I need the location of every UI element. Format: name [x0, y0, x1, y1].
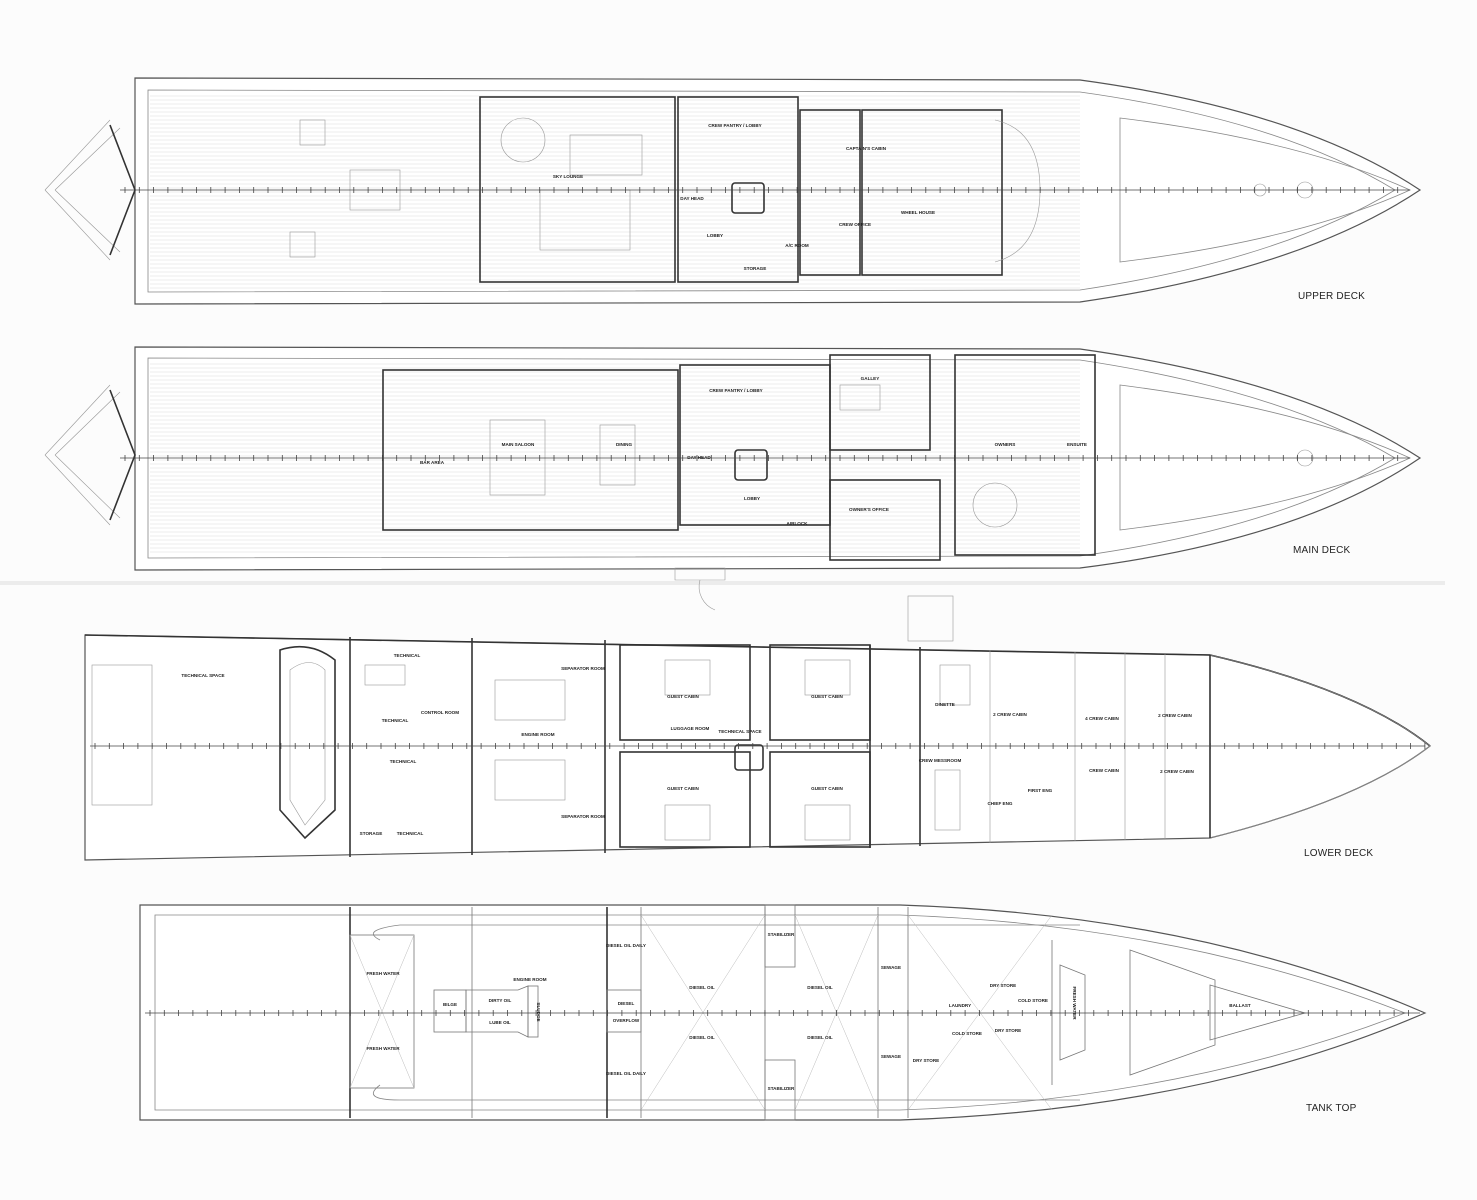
room-label: SEPARATOR ROOM: [561, 814, 605, 819]
room-label: LUGGAGE ROOM: [671, 726, 710, 731]
room-label: ENGINE ROOM: [521, 732, 554, 737]
upper-deck-plan: [44, 77, 1422, 305]
room-label: GUEST CABIN: [667, 694, 699, 699]
room-label: DRY STORE: [990, 983, 1016, 988]
room-label: FRESH WATER: [366, 1046, 400, 1051]
room-label: ENSUITE: [1067, 442, 1087, 447]
room-label: DRY STORE: [913, 1058, 939, 1063]
section-divider: [0, 581, 1445, 585]
room-label: GUEST CABIN: [811, 786, 843, 791]
room-label: SEWAGE: [881, 1054, 901, 1059]
room-label: SEPARATOR ROOM: [561, 666, 605, 671]
room-label: FRESH WATER: [366, 971, 400, 976]
room-label: STORAGE: [360, 831, 383, 836]
room-label: 2 CREW CABIN: [1160, 769, 1194, 774]
room-label: DINING: [616, 442, 633, 447]
room-label: 2 CREW CABIN: [1158, 713, 1192, 718]
room-label: COLD STORE: [952, 1031, 982, 1036]
room-label: DIRTY OIL: [489, 998, 512, 1003]
room-label: STORAGE: [744, 266, 767, 271]
deck-title-upper: UPPER DECK: [1298, 291, 1365, 302]
room-label: CREW PANTRY / LOBBY: [709, 388, 763, 393]
room-label: GUEST CABIN: [811, 694, 843, 699]
room-label: LOBBY: [707, 233, 723, 238]
frame-centerlines: [90, 187, 1426, 1016]
room-label: SLUDGE: [536, 1002, 541, 1021]
room-label: GALLEY: [861, 376, 880, 381]
tank-top-plan: [139, 904, 1427, 1121]
room-label: OWNERS: [995, 442, 1016, 447]
room-label: BALLAST: [1229, 1003, 1251, 1008]
room-label: DIESEL OIL: [807, 1035, 833, 1040]
room-label: MAIN SALOON: [502, 442, 535, 447]
room-label: AIRLOCK: [787, 521, 809, 526]
room-label: TECHNICAL: [390, 759, 417, 764]
room-label: TECHNICAL SPACE: [181, 673, 224, 678]
room-label: 4 CREW CABIN: [1085, 716, 1119, 721]
room-label: 2 CREW CABIN: [993, 712, 1027, 717]
room-label: DIESEL: [618, 1001, 635, 1006]
deck-title-lower: LOWER DECK: [1304, 848, 1373, 859]
room-label: LAUNDRY: [949, 1003, 971, 1008]
main-deck-plan: [44, 346, 1422, 611]
room-label: BILGE: [443, 1002, 457, 1007]
room-labels: SKY LOUNGE CREW PANTRY / LOBBY CAPTAIN'S C…: [181, 123, 1251, 1091]
room-label: DAY HEAD: [680, 196, 704, 201]
room-label: TECHNICAL: [382, 718, 409, 723]
room-label: LOBBY: [744, 496, 760, 501]
room-label: DIESEL OIL: [689, 985, 715, 990]
room-label: LUBE OIL: [489, 1020, 511, 1025]
room-label: DIESEL OIL DAILY: [606, 1071, 646, 1076]
room-label: SKY LOUNGE: [553, 174, 583, 179]
room-label: DRY STORE: [995, 1028, 1021, 1033]
room-label: ENGINE ROOM: [513, 977, 546, 982]
room-label: DAY HEAD: [687, 455, 711, 460]
room-label: OWNER'S OFFICE: [849, 507, 889, 512]
room-label: DIESEL OIL DAILY: [606, 943, 646, 948]
room-label: CREW CABIN: [1089, 768, 1120, 773]
room-label: DIESEL OIL: [807, 985, 833, 990]
room-label: CONTROL ROOM: [421, 710, 459, 715]
room-label: DINETTE: [935, 702, 955, 707]
room-label: OVERFLOW: [613, 1018, 640, 1023]
room-label: CREW MESSROOM: [919, 758, 962, 763]
room-label: CHIEF ENG: [987, 801, 1012, 806]
room-label: TECHNICAL: [397, 831, 424, 836]
lower-deck-plan: [84, 595, 1431, 861]
room-label: BAR AREA: [420, 460, 445, 465]
room-label: CREW PANTRY / LOBBY: [708, 123, 762, 128]
room-label: WHEEL HOUSE: [901, 210, 935, 215]
room-label: CREW OFFICE: [839, 222, 871, 227]
room-label: COLD STORE: [1018, 998, 1048, 1003]
room-label: FRESH WATER: [1072, 986, 1077, 1020]
room-label: TECHNICAL SPACE: [718, 729, 761, 734]
room-label: A/C ROOM: [785, 243, 809, 248]
room-label: FIRST ENG: [1028, 788, 1053, 793]
room-label: STABILIZER: [768, 1086, 795, 1091]
room-label: SEWAGE: [881, 965, 901, 970]
room-label: DIESEL OIL: [689, 1035, 715, 1040]
room-label: STABILIZER: [768, 932, 795, 937]
room-label: TECHNICAL: [394, 653, 421, 658]
deck-title-tank-top: TANK TOP: [1306, 1103, 1357, 1114]
room-label: GUEST CABIN: [667, 786, 699, 791]
room-label: CAPTAIN'S CABIN: [846, 146, 887, 151]
deck-title-main: MAIN DECK: [1293, 545, 1350, 556]
